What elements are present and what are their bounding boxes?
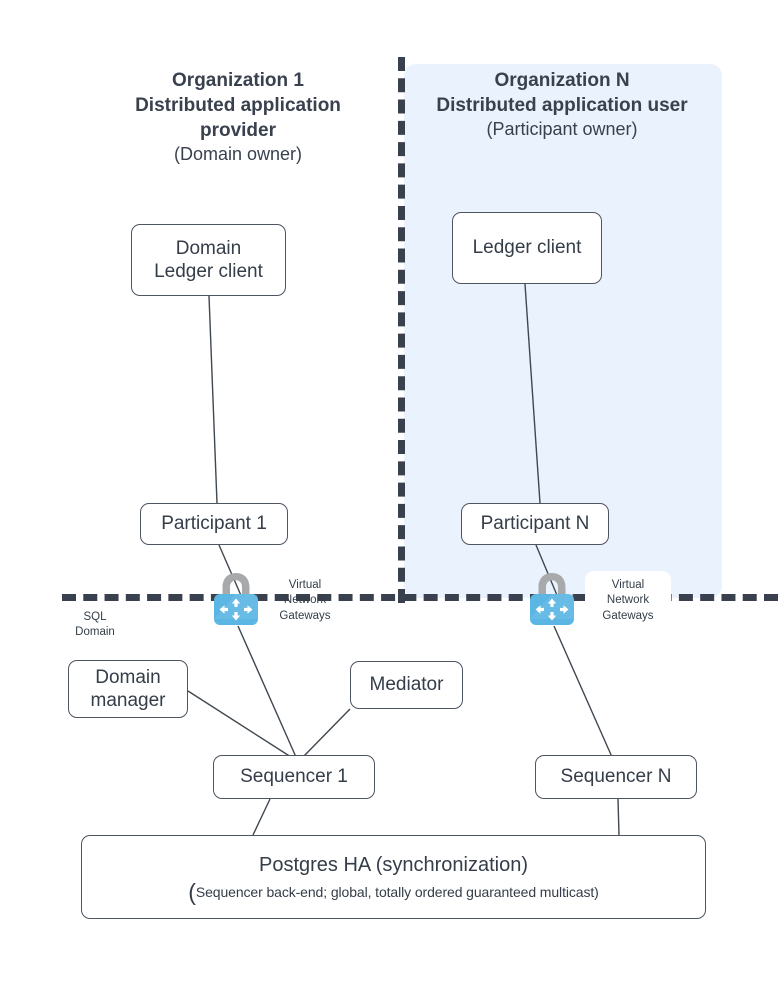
gateway-1-label-line3: Gateways [279, 609, 331, 622]
postgres-subtitle-text: Sequencer back-end; global, totally orde… [195, 883, 599, 900]
link-participantn-to-gatewayn [535, 544, 560, 601]
node-domain-manager[interactable]: Domain manager [68, 660, 188, 718]
sql-domain-label-line1: SQL [83, 611, 107, 623]
gateway-1-label-line2: Network [283, 594, 327, 607]
node-mediator-label: Mediator [369, 674, 444, 696]
node-participant-n-label: Participant N [480, 513, 590, 535]
node-participant-1[interactable]: Participant 1 [140, 503, 288, 545]
link-gatewayn-to-sequencern [553, 625, 613, 758]
postgres-paren-open: ( [188, 878, 196, 905]
link-sequencern-to-postgres [617, 798, 620, 836]
heading-org-1: Organization 1 Distributed application p… [88, 68, 388, 167]
gateway-n[interactable] [528, 570, 576, 626]
link-gateway1-to-sequencer1 [237, 625, 297, 758]
link-ledger-to-participantn [524, 283, 541, 504]
org1-line3: provider [199, 120, 277, 142]
org1-subtitle: (Domain owner) [173, 144, 303, 165]
sql-domain-label: SQL Domain [62, 610, 128, 640]
node-participant-n[interactable]: Participant N [461, 503, 609, 545]
node-domain-ledger-client-line2: Ledger client [154, 261, 263, 282]
node-sequencer-n-label: Sequencer N [560, 766, 672, 788]
gateway-n-label-line1: Virtual [611, 579, 645, 591]
gateway-n-label-line2: Network [606, 594, 650, 607]
org-boundary-vertical [398, 57, 405, 603]
node-ledger-client[interactable]: Ledger client [452, 212, 602, 284]
postgres-title: Postgres HA (synchronization) [258, 854, 528, 877]
link-mediator-to-sequencer1 [302, 708, 351, 758]
gateway-1-label-line1: Virtual [288, 579, 322, 591]
gateway-n-label: Virtual Network Gateways [585, 571, 671, 631]
node-sequencer-1[interactable]: Sequencer 1 [213, 755, 375, 799]
gateway-1-label: Virtual Network Gateways [272, 578, 338, 624]
sql-domain-label-line2: Domain [75, 626, 115, 639]
link-domain-ledger-to-participant1 [208, 295, 218, 504]
link-participant1-to-gateway1 [218, 544, 244, 601]
node-domain-ledger-client-line1: Domain [175, 237, 242, 259]
link-domainmanager-to-sequencer1 [187, 690, 292, 758]
orgn-line2: Distributed application user [436, 95, 688, 117]
postgres-subtitle: (Sequencer back-end; global, totally ord… [188, 880, 599, 903]
node-domain-manager-line2: manager [90, 690, 166, 711]
sql-domain-boundary-horizontal [62, 594, 778, 601]
org1-line2: Distributed application [135, 95, 341, 117]
node-domain-ledger-client[interactable]: Domain Ledger client [131, 224, 286, 296]
node-domain-manager-line1: Domain [95, 666, 161, 688]
org1-line1: Organization 1 [172, 70, 304, 91]
link-sequencer1-to-postgres [252, 798, 271, 836]
heading-org-n: Organization N Distributed application u… [412, 68, 712, 142]
node-ledger-client-line1: Ledger client [472, 237, 582, 259]
node-participant-1-label: Participant 1 [161, 513, 267, 535]
lock-network-icon [530, 573, 574, 625]
gateway-1[interactable] [212, 570, 260, 626]
gateway-n-label-line3: Gateways [602, 609, 654, 622]
node-sequencer-n[interactable]: Sequencer N [535, 755, 697, 799]
node-mediator[interactable]: Mediator [350, 661, 463, 709]
node-postgres-ha[interactable]: Postgres HA (synchronization) (Sequencer… [81, 835, 706, 919]
orgn-line1: Organization N [494, 70, 630, 91]
lock-network-icon [214, 573, 258, 625]
node-sequencer-1-label: Sequencer 1 [240, 766, 348, 788]
orgn-subtitle: (Participant owner) [486, 119, 638, 140]
